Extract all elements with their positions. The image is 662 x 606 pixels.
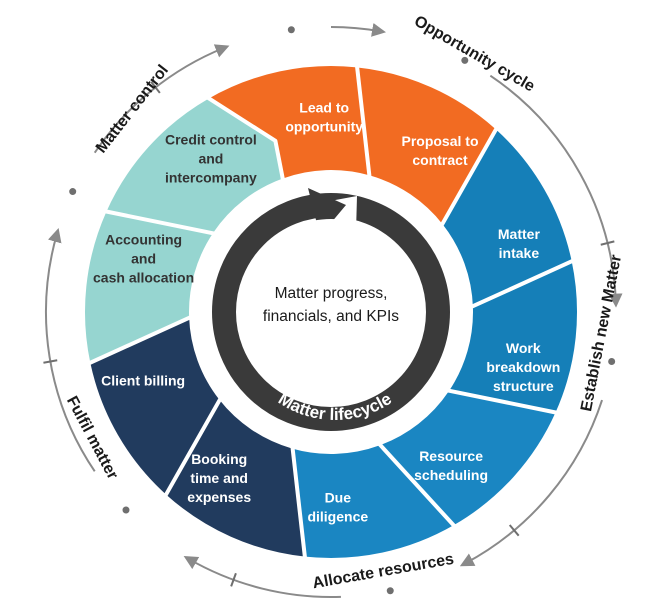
outer-ring-tick [508, 524, 520, 537]
outer-ring-tick [43, 359, 58, 364]
center-inner-disc [238, 219, 424, 405]
outer-ring-arc [459, 399, 604, 567]
segment-billing-label-line: Client billing [101, 372, 185, 388]
outer-ring-arc [330, 22, 387, 37]
outer-ring-tick [600, 240, 615, 246]
center-line-2: financials, and KPIs [263, 308, 399, 325]
segment-wbs-label-line: structure [493, 378, 554, 394]
outer-ring-dot [461, 56, 469, 64]
segment-booking-label-line: expenses [187, 489, 251, 505]
segment-scheduling-label-line: Resource [419, 448, 483, 464]
outer-ring-dot [608, 357, 616, 365]
outer-ring-arc [93, 44, 230, 154]
segment-diligence-label-line: diligence [307, 508, 368, 524]
segment-diligence-label-line: Due [325, 489, 352, 505]
outer-ring-dot [386, 587, 394, 595]
center-line-1: Matter progress, [275, 285, 388, 302]
segment-wbs-label-line: Work [506, 340, 541, 356]
center-hub: Matter progress, financials, and KPIs Ma… [191, 172, 471, 452]
outer-ring-arc [183, 556, 341, 598]
outer-ring-arc [45, 228, 96, 472]
segment-accounting-label-line: Accounting [105, 231, 182, 247]
segment-accounting-label-line: and [131, 250, 156, 266]
phase-label-establish: Establish new Matter [578, 253, 625, 412]
outer-ring-tick [230, 572, 237, 587]
segment-credit-label-line: intercompany [165, 169, 257, 185]
segment-intake-label-line: Matter [498, 226, 541, 242]
segment-credit-label-line: Credit control [165, 131, 257, 147]
outer-ring-dot [69, 188, 77, 196]
segment-accounting-label-line: cash allocation [93, 269, 194, 285]
segment-scheduling-label-line: scheduling [414, 467, 488, 483]
segment-wbs-label-line: breakdown [486, 359, 560, 375]
segment-proposal-label-line: contract [412, 152, 468, 168]
segment-booking-label-line: Booking [191, 451, 247, 467]
outer-ring-tick [150, 81, 161, 94]
segment-intake-label-line: intake [499, 245, 540, 261]
outer-phase-ring [43, 22, 623, 598]
segment-lead-label-line: opportunity [285, 119, 363, 135]
segment-credit-label-line: and [198, 150, 223, 166]
segment-booking-label-line: time and [190, 470, 248, 486]
segment-proposal-label-line: Proposal to [401, 133, 478, 149]
outer-ring-dot [287, 26, 295, 34]
outer-ring-arc [489, 74, 623, 308]
outer-ring-dot [122, 506, 130, 514]
segment-lead-label-line: Lead to [299, 100, 349, 116]
